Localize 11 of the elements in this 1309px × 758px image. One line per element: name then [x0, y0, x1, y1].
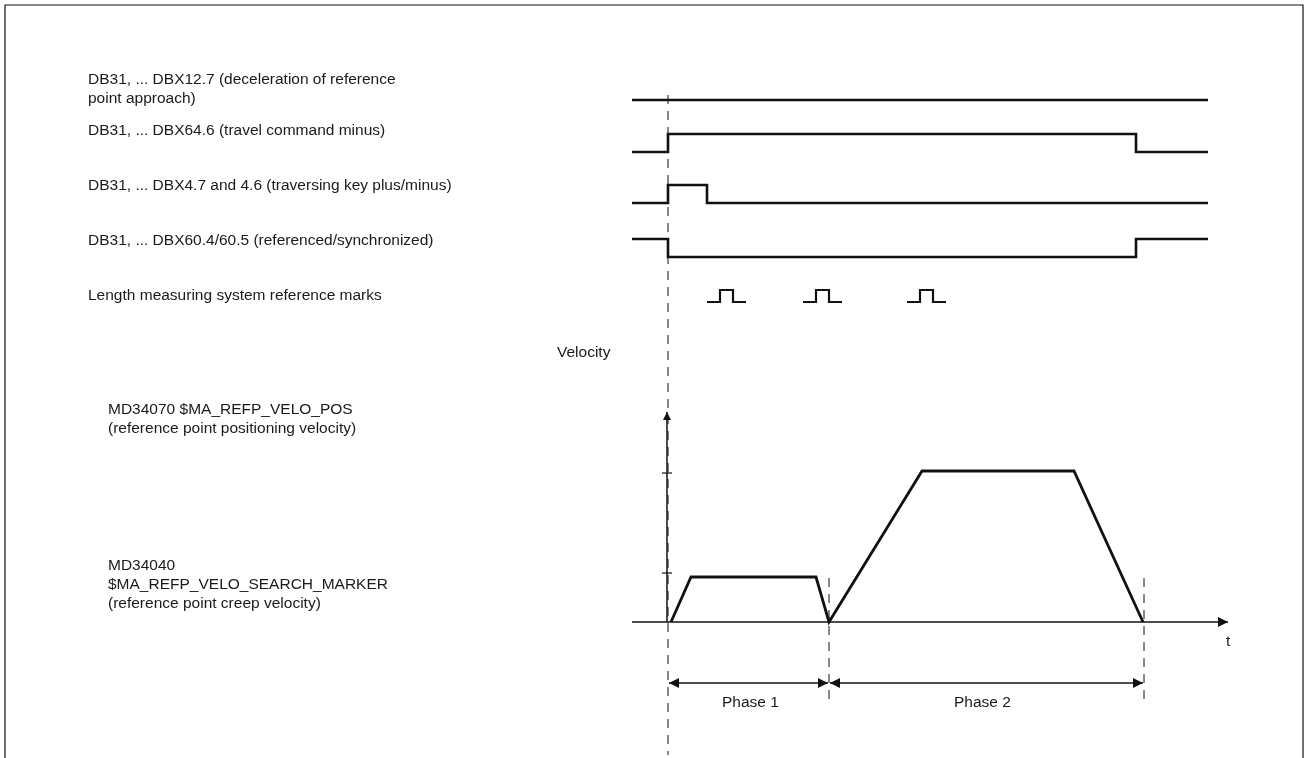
phase-label: Phase 1	[722, 692, 779, 711]
signal-label: DB31, ... DBX60.4/60.5 (referenced/synchronized)	[88, 230, 434, 249]
axis-label: t	[1226, 631, 1231, 650]
signal-label: DB31, ... DBX4.7 and 4.6 (traversing key plus/minus)	[88, 175, 452, 194]
signal-label: DB31, ... DBX64.6 (travel command minus)	[88, 120, 386, 139]
signal-label: DB31, ... DBX12.7 (deceleration of reference point approach)	[88, 69, 397, 107]
velocity-label: MD34040 $MA_REFP_VELO_SEARCH_MARKER (reference point creep velocity)	[108, 555, 389, 612]
phase-label: Phase 2	[954, 692, 1011, 711]
velocity-label: MD34070 $MA_REFP_VELO_POS (reference point positioning velocity)	[108, 399, 358, 437]
signal-label: Length measuring system reference marks	[88, 285, 382, 304]
axis-label: Velocity	[557, 342, 611, 361]
